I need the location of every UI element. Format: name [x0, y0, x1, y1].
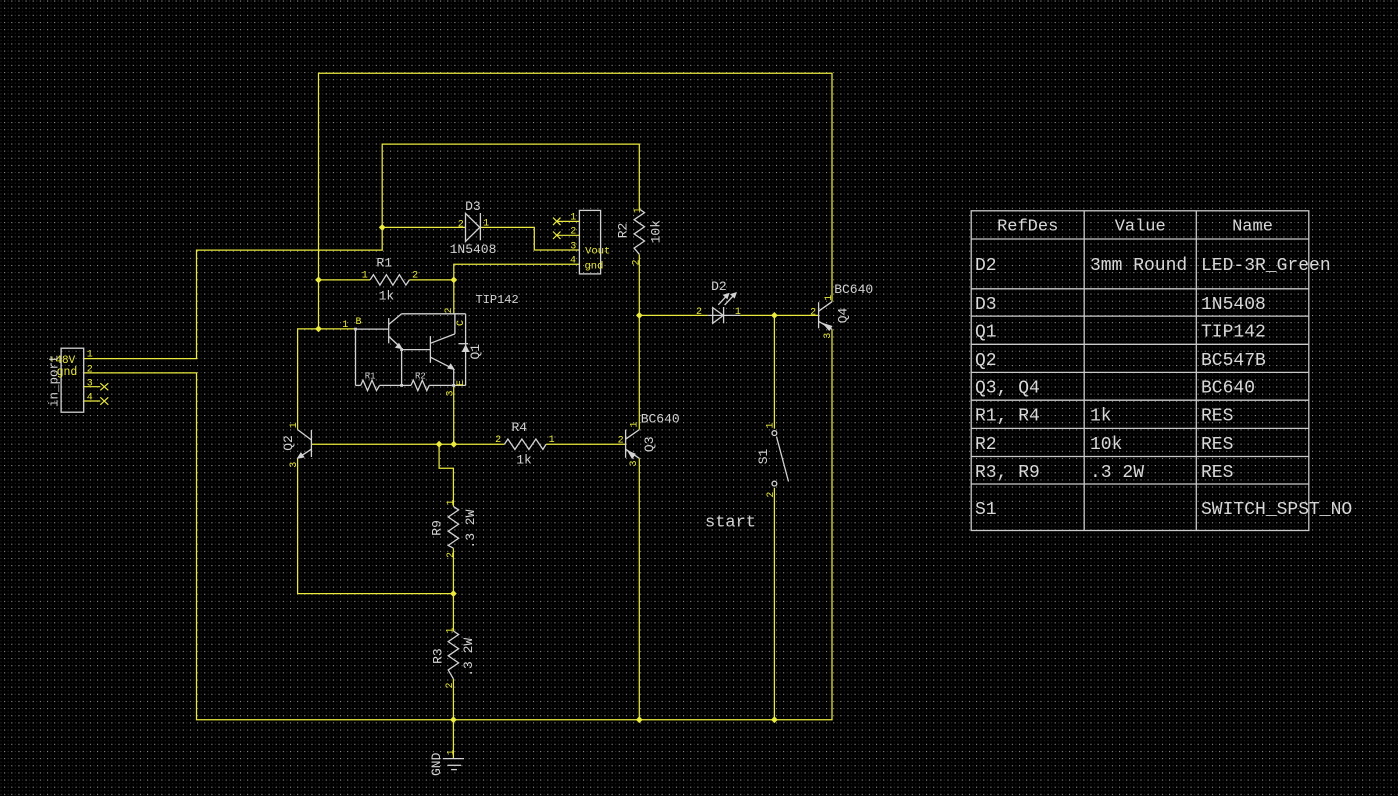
- svg-text:4: 4: [570, 256, 576, 267]
- svg-text:.3 2W: .3 2W: [1090, 463, 1144, 483]
- svg-text:GND: GND: [429, 752, 444, 776]
- svg-text:Q3, Q4: Q3, Q4: [975, 379, 1040, 399]
- svg-text:TIP142: TIP142: [476, 293, 519, 307]
- svg-text:gnd: gnd: [57, 366, 78, 379]
- svg-text:LED-3R_Green: LED-3R_Green: [1201, 256, 1331, 276]
- svg-text:R2: R2: [975, 435, 997, 455]
- svg-text:R2: R2: [415, 372, 426, 382]
- svg-text:R9: R9: [430, 520, 445, 536]
- svg-text:R4: R4: [512, 420, 528, 435]
- svg-text:1k: 1k: [1090, 407, 1112, 427]
- svg-text:BC640: BC640: [641, 411, 680, 426]
- svg-text:1N5408: 1N5408: [450, 242, 497, 257]
- svg-text:D2: D2: [975, 256, 997, 276]
- svg-text:Q1: Q1: [468, 344, 483, 360]
- svg-text:3mm Round: 3mm Round: [1090, 256, 1187, 276]
- svg-text:S1: S1: [975, 500, 997, 520]
- svg-text:Q2: Q2: [281, 435, 296, 451]
- svg-text:Vout: Vout: [585, 245, 610, 257]
- svg-text:R1: R1: [365, 372, 376, 382]
- svg-text:3: 3: [87, 378, 93, 389]
- svg-text:2: 2: [618, 435, 624, 446]
- svg-text:RES: RES: [1201, 407, 1233, 427]
- svg-text:R1: R1: [376, 256, 392, 271]
- svg-text:D3: D3: [465, 199, 481, 214]
- svg-text:1: 1: [633, 207, 644, 213]
- svg-text:.3 2W: .3 2W: [463, 509, 478, 548]
- svg-text:1: 1: [570, 213, 576, 224]
- svg-text:R1, R4: R1, R4: [975, 407, 1040, 427]
- svg-text:2: 2: [446, 552, 457, 558]
- svg-text:1: 1: [735, 307, 741, 318]
- svg-text:10k: 10k: [1090, 435, 1122, 455]
- svg-text:R3, R9: R3, R9: [975, 463, 1040, 483]
- svg-text:1: 1: [87, 349, 93, 360]
- svg-text:BC640: BC640: [1201, 379, 1255, 399]
- svg-text:E: E: [456, 380, 467, 386]
- svg-text:R2: R2: [616, 223, 631, 239]
- svg-text:1k: 1k: [516, 452, 532, 467]
- svg-text:3: 3: [629, 460, 640, 466]
- svg-text:1: 1: [446, 750, 456, 755]
- svg-text:1: 1: [362, 270, 368, 281]
- svg-text:3: 3: [823, 333, 834, 339]
- svg-text:1: 1: [766, 422, 777, 428]
- svg-text:D2: D2: [711, 279, 727, 294]
- svg-text:1: 1: [289, 422, 300, 428]
- svg-text:D3: D3: [975, 295, 997, 315]
- svg-text:R3: R3: [431, 648, 446, 664]
- svg-text:B: B: [356, 317, 362, 328]
- svg-text:2: 2: [632, 259, 643, 265]
- svg-text:10k: 10k: [648, 220, 663, 244]
- svg-text:1: 1: [824, 295, 835, 301]
- svg-text:Name: Name: [1232, 217, 1273, 236]
- svg-text:BC547B: BC547B: [1201, 351, 1266, 371]
- svg-text:2: 2: [495, 435, 501, 446]
- svg-text:gnd: gnd: [585, 261, 604, 273]
- svg-text:2: 2: [444, 307, 455, 313]
- svg-text:Q3: Q3: [642, 436, 657, 452]
- svg-text:RES: RES: [1201, 463, 1233, 483]
- svg-text:in_port: in_port: [48, 354, 62, 407]
- svg-text:3: 3: [289, 462, 300, 468]
- svg-text:2: 2: [412, 270, 418, 281]
- svg-text:1: 1: [445, 627, 456, 633]
- svg-text:1: 1: [342, 320, 348, 331]
- svg-text:1: 1: [630, 421, 641, 427]
- svg-text:2: 2: [445, 682, 456, 688]
- svg-text:.3 2W: .3 2W: [461, 638, 476, 677]
- svg-text:C: C: [456, 320, 467, 326]
- svg-text:1: 1: [549, 435, 555, 446]
- svg-text:Q4: Q4: [835, 307, 850, 323]
- svg-text:BC640: BC640: [834, 282, 873, 297]
- svg-text:1: 1: [483, 218, 489, 229]
- svg-text:2: 2: [810, 308, 816, 319]
- svg-text:2: 2: [696, 307, 702, 318]
- svg-text:2: 2: [458, 219, 464, 230]
- svg-text:SWITCH_SPST_NO: SWITCH_SPST_NO: [1201, 500, 1352, 520]
- svg-text:start: start: [705, 513, 756, 532]
- svg-text:Q1: Q1: [975, 323, 997, 343]
- svg-text:1N5408: 1N5408: [1201, 295, 1266, 315]
- svg-text:+48V: +48V: [49, 355, 76, 367]
- svg-text:S1: S1: [756, 448, 771, 464]
- svg-text:3: 3: [446, 390, 457, 396]
- svg-text:1: 1: [446, 499, 457, 505]
- svg-text:RefDes: RefDes: [997, 217, 1058, 236]
- svg-text:4: 4: [87, 393, 93, 404]
- svg-text:2: 2: [766, 492, 777, 498]
- svg-text:3: 3: [570, 241, 576, 252]
- svg-text:Q2: Q2: [975, 351, 997, 371]
- svg-text:2: 2: [87, 365, 93, 376]
- svg-text:Value: Value: [1115, 217, 1166, 236]
- svg-text:1k: 1k: [379, 288, 395, 303]
- svg-text:2: 2: [570, 227, 576, 238]
- svg-text:TIP142: TIP142: [1201, 323, 1266, 343]
- svg-text:RES: RES: [1201, 435, 1233, 455]
